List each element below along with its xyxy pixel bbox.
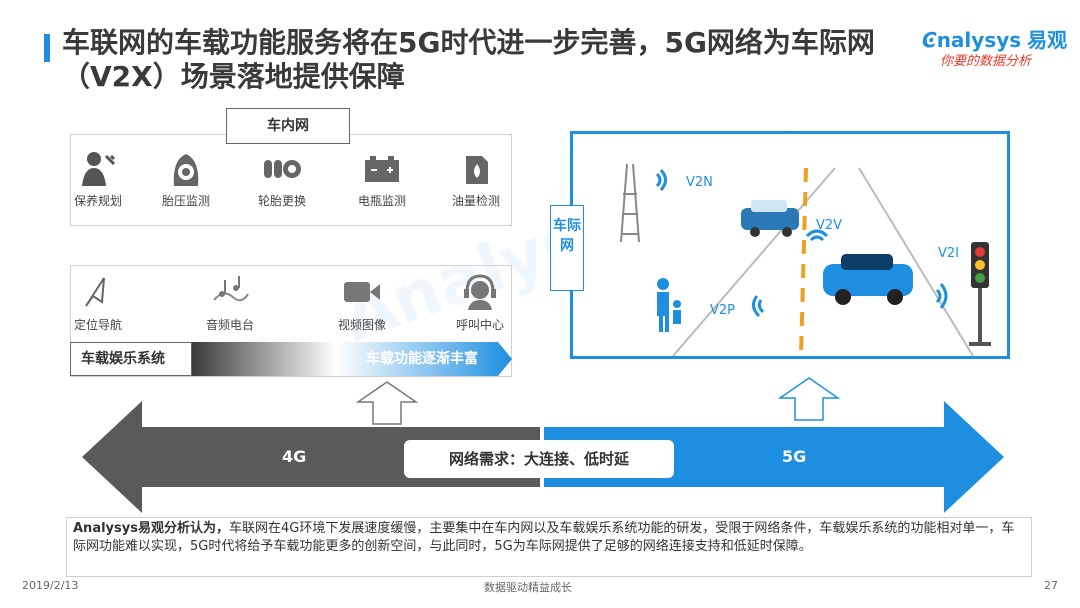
right-up-arrow-icon [778,377,840,421]
5g-label: 5G [782,447,807,466]
in-vehicle-network-label: 车内网 [226,108,350,144]
v2x-scene [570,131,1010,359]
4g-label: 4G [282,447,307,466]
pedestrians-icon [657,278,681,332]
footer-date: 2019/2/13 [22,579,79,592]
entertainment-panel [70,265,512,377]
battery-item: 电瓶监测 [342,150,422,209]
tires-icon [264,160,301,178]
footer-slogan: 数据驱动精益成长 [484,581,572,594]
network-evolution-arrow [82,401,1004,513]
audio-item: 音频电台 [190,274,270,333]
video-camera-icon [344,282,380,302]
tire-pressure-icon [173,154,199,186]
left-up-arrow-icon [356,381,418,425]
navigation-item: 定位导航 [58,274,138,333]
analysis-lead: Analysys易观分析认为， [73,521,229,536]
music-note-icon [213,276,249,302]
tire-pressure-item: 胎压监测 [146,150,226,209]
tire-change-item: 轮胎更换 [242,150,322,209]
navigation-icon [85,277,105,307]
page-title: 车联网的车载功能服务将在5G时代进一步完善，5G网络为车际网（V2X）场景落地提… [62,26,875,93]
call-center-item: 呼叫中心 [440,274,520,333]
car-icon [823,254,913,305]
v2v-label: V2V [816,218,843,233]
v2p-label: V2P [710,303,736,318]
network-requirement-label: 网络需求：大连接、低时延 [404,440,674,478]
v2i-label: V2I [938,246,959,261]
mechanic-icon [82,152,116,186]
maintenance-item: 保养规划 [58,150,138,209]
v2n-label: V2N [686,175,713,190]
v2x-label: 车际网 [550,205,584,291]
video-item: 视频图像 [322,274,402,333]
v2x-road-scene [620,163,991,356]
battery-icon [365,156,399,182]
analysis-body: 车联网在4G环境下发展速度缓慢，主要集中在车内网以及车载娱乐系统功能的研发，受限… [73,521,1015,554]
traffic-light-icon [969,242,991,346]
fuel-can-icon [466,156,488,184]
headset-icon [464,274,496,310]
page-number: 27 [1044,579,1058,592]
entertainment-system-label: 车载娱乐系统 [70,342,192,376]
capability-trend-label: 车载功能逐渐丰富 [366,351,478,367]
fuel-item: 油量检测 [436,150,516,209]
logo-slogan: 你要的数据分析 [940,54,1032,69]
title-accent-bar [44,34,50,62]
capability-growth-arrow [192,342,512,376]
analysis-text: Analysys易观分析认为，车联网在4G环境下发展速度缓慢，主要集中在车内网以… [66,517,1032,577]
cell-tower-icon [620,163,640,243]
car-icon [741,200,799,237]
